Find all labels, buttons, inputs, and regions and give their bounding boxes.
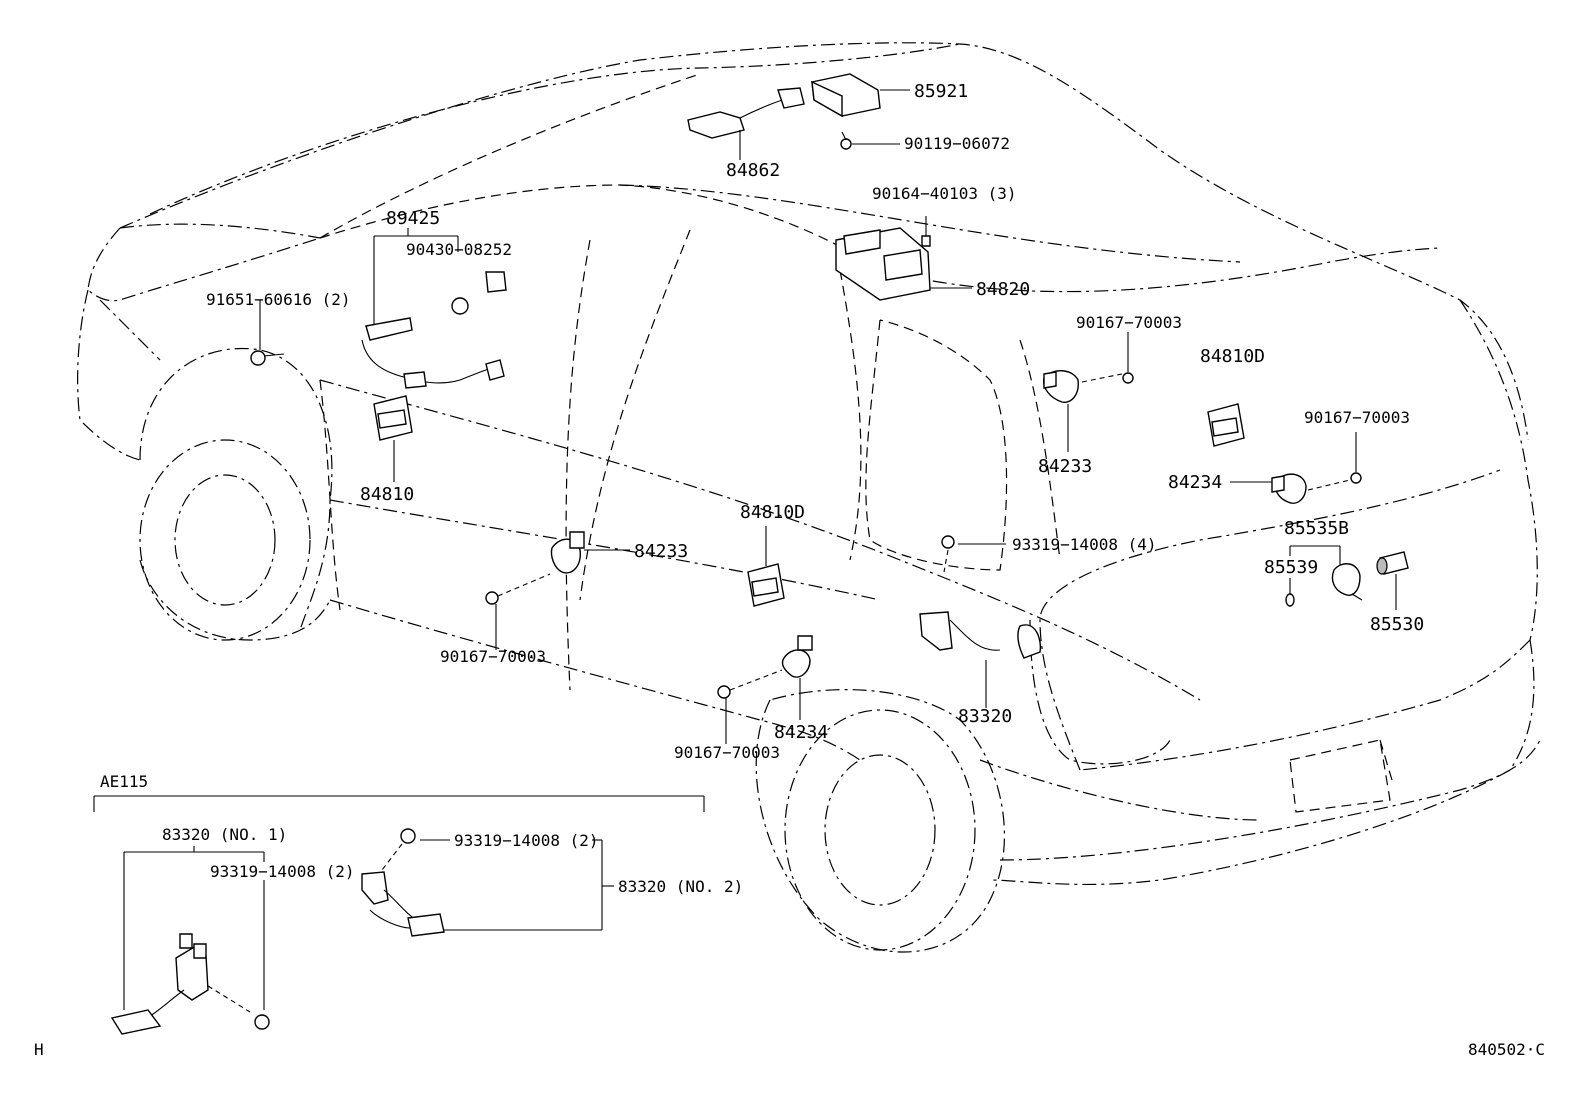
vehicle-outline	[77, 42, 1541, 953]
label-84820: 84820	[976, 279, 1030, 300]
part-84810d-window-switch-mid	[747, 526, 785, 607]
label-84233-right: 84233	[1038, 456, 1092, 477]
part-85530-cap	[1376, 551, 1409, 610]
part-84862-harness	[687, 87, 805, 160]
label-83320-no2: 83320 (NO. 2)	[618, 877, 743, 896]
reference-code: 840502·C	[1468, 1040, 1545, 1059]
part-90119-06072-bolt	[840, 131, 900, 150]
label-ae115: AE115	[100, 772, 148, 791]
label-90164-40103: 90164−40103 (3)	[872, 184, 1017, 203]
label-89425: 89425	[386, 208, 440, 229]
part-84810d-window-switch-right	[1207, 403, 1245, 447]
label-83320-no1: 83320 (NO. 1)	[162, 825, 287, 844]
label-85539: 85539	[1264, 557, 1318, 578]
label-84810d-mid: 84810D	[740, 502, 805, 523]
label-90167-70003-c: 90167−70003	[440, 647, 546, 666]
part-85921-sensor-module	[811, 73, 910, 118]
label-90167-70003-a: 90167−70003	[1076, 313, 1182, 332]
label-90430-08252: 90430−08252	[406, 240, 512, 259]
label-93319-14008-4: 93319−14008 (4)	[1012, 535, 1157, 554]
label-90119-06072: 90119−06072	[904, 134, 1010, 153]
part-84820-master-switch	[835, 216, 972, 301]
label-84810: 84810	[360, 484, 414, 505]
label-84862: 84862	[726, 160, 780, 181]
part-90167-70003-bolt-c	[485, 573, 551, 650]
ae115-inset	[93, 795, 705, 1035]
label-90167-70003-d: 90167−70003	[674, 743, 780, 762]
label-84233-left: 84233	[634, 541, 688, 562]
label-85530: 85530	[1370, 614, 1424, 635]
label-93319-14008-2b: 93319−14008 (2)	[454, 831, 599, 850]
part-84234-courtesy-switch-mid	[717, 635, 813, 744]
corner-marker: H	[34, 1040, 44, 1059]
part-84234-courtesy-switch-right	[1230, 432, 1362, 504]
label-85921: 85921	[914, 81, 968, 102]
label-85535b: 85535B	[1284, 518, 1349, 539]
label-90167-70003-b: 90167−70003	[1304, 408, 1410, 427]
part-84233-courtesy-switch-left	[550, 531, 630, 574]
label-84234-mid: 84234	[774, 722, 828, 743]
part-84233-courtesy-switch-right	[1043, 332, 1134, 452]
label-91651-60616: 91651−60616 (2)	[206, 290, 351, 309]
part-89425-sensor	[361, 228, 507, 389]
part-91651-60616-bolt	[250, 300, 285, 366]
label-93319-14008-2a: 93319−14008 (2)	[210, 862, 355, 881]
part-85535b-assembly	[1285, 545, 1363, 607]
label-84234-right: 84234	[1168, 472, 1222, 493]
label-83320: 83320	[958, 706, 1012, 727]
part-83320-fuel-sender	[919, 535, 1042, 708]
part-84810-window-switch	[373, 395, 413, 482]
label-84810d-right: 84810D	[1200, 346, 1265, 367]
